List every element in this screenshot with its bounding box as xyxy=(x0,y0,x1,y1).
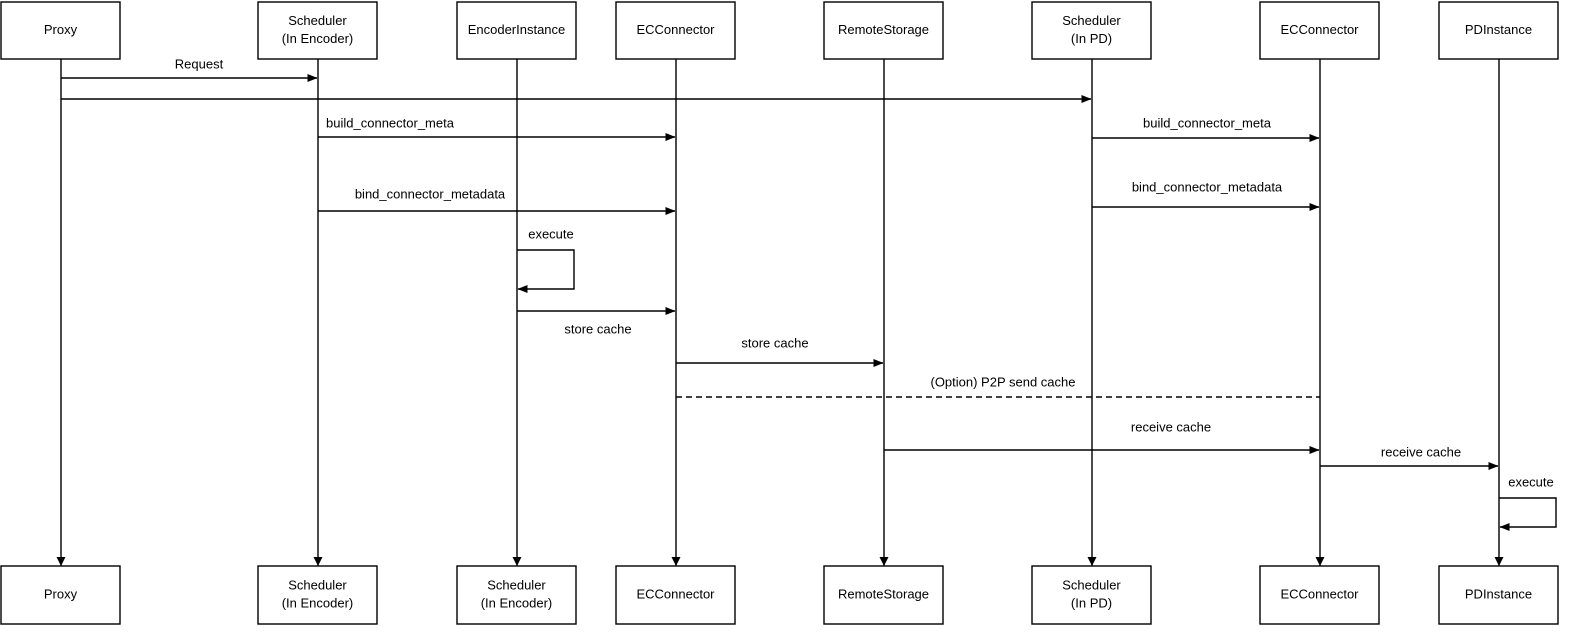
participant-top-label-ecconnector-right: ECConnector xyxy=(1280,22,1359,37)
message-label-m1: Request xyxy=(175,56,224,71)
participant-bottom-label-scheduler-pd-b: Scheduler xyxy=(1062,577,1121,592)
lifelines-group xyxy=(56,59,1504,566)
participant-top-sublabel-scheduler-pd: (In PD) xyxy=(1071,31,1112,46)
participant-bottom-scheduler-encoder-b[interactable]: Scheduler (In Encoder) xyxy=(257,565,378,625)
participant-bottom-remote-storage-b[interactable]: RemoteStorage xyxy=(823,565,944,625)
participant-top-ecconnector-left[interactable]: ECConnector xyxy=(615,1,736,60)
participant-bottom-label-scheduler-encoder-b2: Scheduler xyxy=(487,577,546,592)
participant-bottom-proxy-b[interactable]: Proxy xyxy=(0,565,121,625)
self-message-loop-s1 xyxy=(517,249,575,293)
lifeline-end-arrow-ecconnector-left xyxy=(671,557,681,566)
lifeline-end-arrow-ecconnector-right xyxy=(1315,557,1325,566)
top-participant-boxes: Proxy Scheduler (In Encoder) EncoderInstanc… xyxy=(0,1,1559,60)
participant-top-remote-storage[interactable]: RemoteStorage xyxy=(823,1,944,60)
participant-top-label-remote-storage: RemoteStorage xyxy=(838,22,929,37)
participant-top-label-pd-instance: PDInstance xyxy=(1465,22,1532,37)
participant-top-scheduler-encoder[interactable]: Scheduler (In Encoder) xyxy=(257,1,378,60)
lifeline-end-arrow-proxy xyxy=(56,557,66,566)
participant-bottom-label-ecconnector-right-b: ECConnector xyxy=(1280,586,1359,601)
participant-bottom-scheduler-encoder-b2[interactable]: Scheduler (In Encoder) xyxy=(456,565,577,625)
participant-top-proxy[interactable]: Proxy xyxy=(0,1,121,60)
self-message-loop-s2 xyxy=(1499,497,1557,531)
lifeline-end-arrow-pd-instance xyxy=(1494,557,1504,566)
participant-bottom-label-pd-instance-b: PDInstance xyxy=(1465,586,1532,601)
participant-top-label-encoder-instance: EncoderInstance xyxy=(468,22,566,37)
message-label-m7: store cache xyxy=(564,321,631,336)
self-message-label-s2: execute xyxy=(1508,474,1554,489)
participant-bottom-label-proxy-b: Proxy xyxy=(44,586,78,601)
participant-bottom-sublabel-scheduler-encoder-b2: (In Encoder) xyxy=(481,595,553,610)
message-label-m10: receive cache xyxy=(1131,419,1211,434)
participant-bottom-ecconnector-right-b[interactable]: ECConnector xyxy=(1259,565,1380,625)
participant-bottom-scheduler-pd-b[interactable]: Scheduler (In PD) xyxy=(1031,565,1152,625)
message-label-m3: build_connector_meta xyxy=(326,115,455,130)
self-messages-group: execute execute xyxy=(517,226,1557,531)
message-label-m9: (Option) P2P send cache xyxy=(930,374,1075,389)
message-label-m8: store cache xyxy=(741,335,808,350)
participant-top-label-scheduler-encoder: Scheduler xyxy=(288,13,347,28)
participant-top-label-scheduler-pd: Scheduler xyxy=(1062,13,1121,28)
participant-top-ecconnector-right[interactable]: ECConnector xyxy=(1259,1,1380,60)
participant-top-encoder-instance[interactable]: EncoderInstance xyxy=(456,1,577,60)
message-label-m5: bind_connector_metadata xyxy=(355,186,506,201)
self-message-label-s1: execute xyxy=(528,226,574,241)
participant-top-label-ecconnector-left: ECConnector xyxy=(636,22,715,37)
participant-top-pd-instance[interactable]: PDInstance xyxy=(1438,1,1559,60)
message-label-m6: bind_connector_metadata xyxy=(1132,179,1283,194)
participant-bottom-sublabel-scheduler-encoder-b: (In Encoder) xyxy=(282,595,354,610)
lifeline-end-arrow-remote-storage xyxy=(879,557,889,566)
lifeline-end-arrow-scheduler-encoder xyxy=(313,557,323,566)
participant-top-scheduler-pd[interactable]: Scheduler (In PD) xyxy=(1031,1,1152,60)
message-label-m4: build_connector_meta xyxy=(1143,115,1272,130)
lifeline-end-arrow-scheduler-pd xyxy=(1087,557,1097,566)
participant-bottom-ecconnector-left-b[interactable]: ECConnector xyxy=(615,565,736,625)
bottom-participant-boxes: Proxy Scheduler (In Encoder) Scheduler (In E… xyxy=(0,565,1559,625)
participant-bottom-sublabel-scheduler-pd-b: (In PD) xyxy=(1071,595,1112,610)
messages-group: Request build_connector_meta build_connect… xyxy=(61,56,1499,470)
participant-bottom-pd-instance-b[interactable]: PDInstance xyxy=(1438,565,1559,625)
participant-top-label-proxy: Proxy xyxy=(44,22,78,37)
lifeline-end-arrow-encoder-instance xyxy=(512,557,522,566)
participant-bottom-label-scheduler-encoder-b: Scheduler xyxy=(288,577,347,592)
participant-top-sublabel-scheduler-encoder: (In Encoder) xyxy=(282,31,354,46)
participant-bottom-label-ecconnector-left-b: ECConnector xyxy=(636,586,715,601)
message-label-m11: receive cache xyxy=(1381,444,1461,459)
participant-bottom-label-remote-storage-b: RemoteStorage xyxy=(838,586,929,601)
